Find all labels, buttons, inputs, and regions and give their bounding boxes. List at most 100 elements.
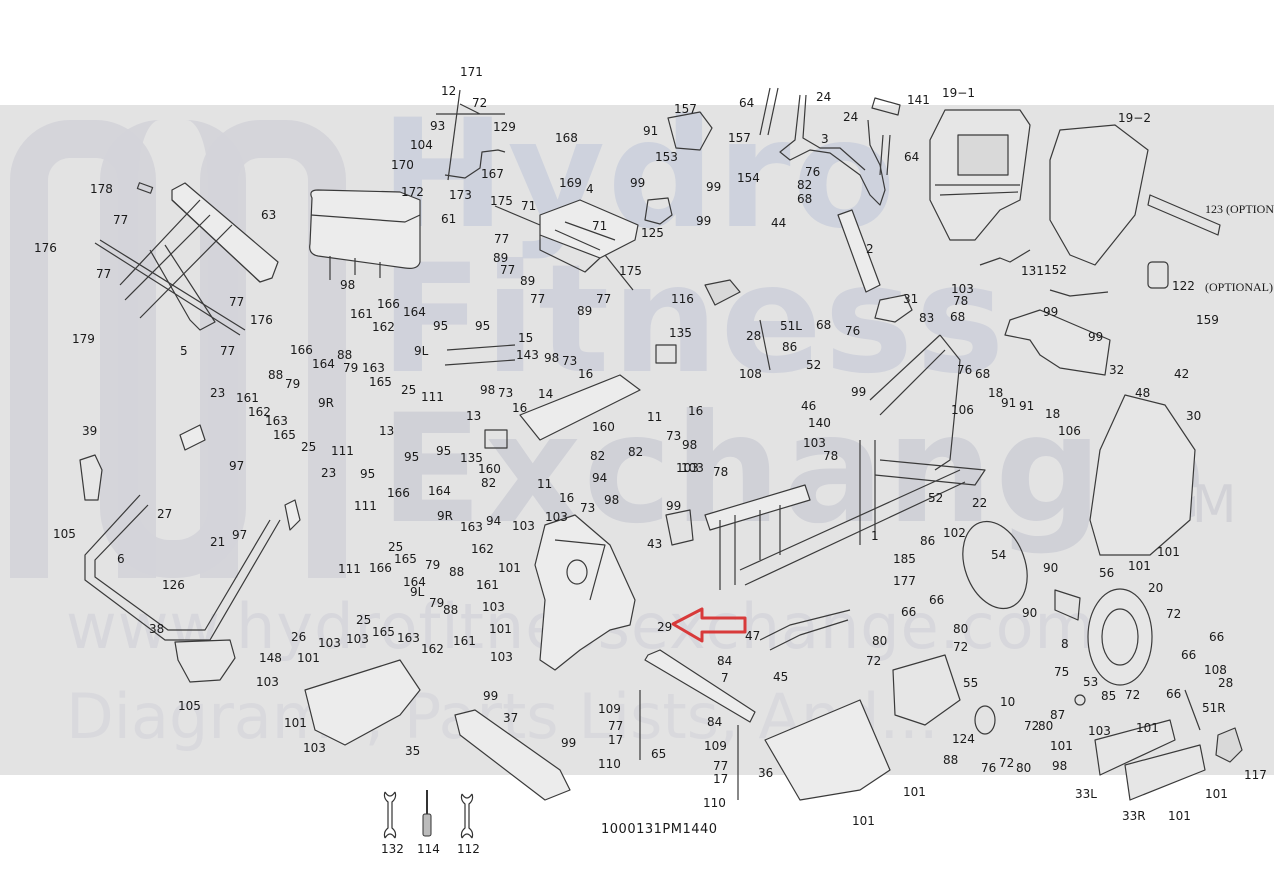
tool-callout: 112 [457,842,480,856]
part-callout: 72 [999,756,1015,770]
part-callout: 111 [338,562,361,576]
part-callout: 10 [1000,695,1016,709]
part-callout: 71 [521,199,537,213]
part-callout: 110 [598,757,621,771]
part-callout: 2 [866,242,874,256]
part-141-grip [871,97,901,116]
part-callout: 24 [843,110,859,124]
part-53-washer [1074,694,1086,706]
part-callout: 129 [493,120,516,134]
part-callout: 43 [647,537,663,551]
part-callout: 103 [803,436,826,450]
part-callout: 36 [758,766,774,780]
part-54-belt [962,520,1028,610]
part-callout: 111 [354,499,377,513]
part-callout: 101 [489,622,512,636]
part-callout: 17 [713,772,729,786]
part-callout: 110 [703,796,726,810]
part-callout: 30 [1186,409,1202,423]
part-1-main-frame [704,334,986,590]
part-3-handlebar [779,94,886,206]
part-callout: 19−2 [1118,111,1151,125]
part-callout: 99 [561,736,577,750]
part-135-cover [655,344,677,364]
part-callout: 148 [259,651,282,665]
part-callout: 166 [369,561,392,575]
part-callout: 66 [901,605,917,619]
part-15-143-strips [444,344,516,366]
part-callout: 101 [498,561,521,575]
part-callout: 178 [90,182,113,196]
part-callout: 105 [53,527,76,541]
part-callout: 28 [746,329,762,343]
part-callout: 28 [1218,676,1234,690]
part-callout: 94 [486,514,502,528]
part-callout: 22 [972,496,988,510]
part-callout: 162 [372,320,395,334]
part-callout: 157 [674,102,697,116]
part-callout: 33R [1122,809,1146,823]
part-callout: 48 [1135,386,1151,400]
part-callout: 73 [562,354,578,368]
part-callout: 78 [823,449,839,463]
part-callout: 109 [704,739,727,753]
part-callout: 18 [988,386,1004,400]
part-callout: 99 [1088,330,1104,344]
part-callout: 164 [428,484,451,498]
part-callout: 176 [34,241,57,255]
part-callout: 101 [852,814,875,828]
part-callout: 166 [377,297,400,311]
part-callout: 13 [466,409,482,423]
wrench-icon [460,793,474,839]
part-callout: 166 [290,343,313,357]
part-10-idler [974,705,996,735]
part-104-rod [447,89,461,181]
part-callout: 55 [963,676,979,690]
part-callout: 88 [443,603,459,617]
part-callout: 89 [520,274,536,288]
part-callout: 66 [929,593,945,607]
part-callout: 143 [516,348,539,362]
leveling-bolts [639,690,739,800]
part-64-grip-left [759,87,779,136]
part-30-right-shroud [1089,394,1196,556]
part-callout: 99 [706,180,722,194]
part-callout: 9L [414,344,429,358]
part-callout: 78 [953,294,969,308]
part-callout: 95 [360,467,376,481]
part-callout: 95 [433,319,449,333]
part-callout: 154 [737,171,760,185]
part-callout: 161 [350,307,373,321]
part-callout: 164 [403,575,426,589]
part-callout: 88 [449,565,465,579]
part-callout: 4 [586,182,594,196]
part-callout: 44 [771,216,787,230]
part-callout: 18 [1045,407,1061,421]
part-callout: 78 [713,465,729,479]
part-callout: 54 [991,548,1007,562]
part-178-plug [136,182,154,194]
part-callout: 79 [425,558,441,572]
part-callout: 163 [397,631,420,645]
part-125-cover [644,197,673,225]
part-callout: 79 [285,377,301,391]
part-callout: 95 [436,444,452,458]
part-callout: 11 [537,477,553,491]
part-callout: 97 [229,459,245,473]
part-callout: 101 [903,785,926,799]
part-callout: 79 [429,596,445,610]
part-callout: 35 [405,744,421,758]
part-callout: 71 [592,219,608,233]
part-callout: 66 [1209,630,1225,644]
part-callout: 32 [1109,363,1125,377]
part-167-lever [444,149,506,179]
part-callout: 160 [592,420,615,434]
part-callout: 66 [1181,648,1197,662]
part-callout: 7 [721,671,729,685]
part-callout: 101 [1136,721,1159,735]
part-callout: 88 [268,368,284,382]
part-153-bracket [667,111,713,151]
part-callout: 38 [149,622,165,636]
part-64-grip-right [879,134,891,176]
watermark-brand-line2: Fitness [380,233,1007,407]
